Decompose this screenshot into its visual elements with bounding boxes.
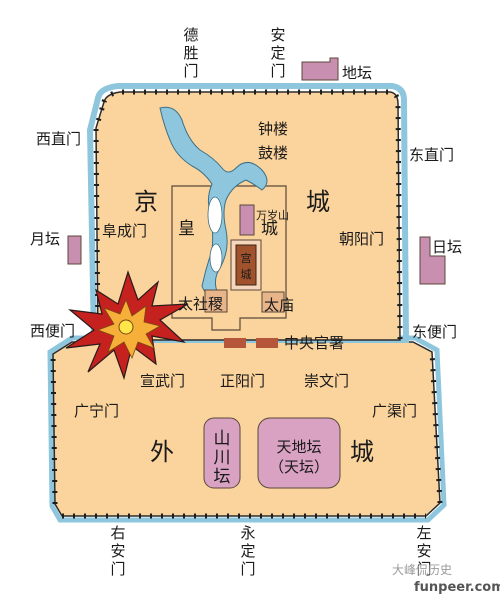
imperial-huang-label: 皇 [178,219,195,239]
gate-zuoanmen-3: 门 [416,560,431,578]
outer-city [52,341,441,517]
shanchuan-label-1: 山 [214,429,231,449]
gate-deshengmen-1: 德 [183,26,198,44]
moat-inner [86,83,410,343]
gate-dongzhimen: 东直门 [409,146,454,164]
gate-andingmen-2: 定 [270,44,285,62]
outer-city-wai: 外 [150,438,174,466]
gate-youanmen-2: 安 [110,542,125,560]
tiantan-block [257,417,341,489]
yuetan-block [67,235,82,265]
taimiao-label: 太庙 [264,296,294,314]
palace-label-2: 城 [241,268,252,281]
gate-youanmen-1: 右 [110,524,125,542]
sheji-block [204,289,228,313]
gate-zuoanmen-2: 安 [416,542,431,560]
lake-island-2 [209,243,223,273]
wansuishan-label: 万岁山 [256,208,289,222]
gate-yongdingmen-3: 门 [240,560,255,578]
gate-deshengmen-2: 胜 [183,44,198,62]
ritan-label: 日坛 [432,238,462,256]
gate-yongdingmen-1: 永 [240,524,255,542]
explosion-core [118,319,134,335]
zhonglou-label: 钟楼 [258,120,288,138]
moat-outer [47,335,447,523]
gate-fuchengmen: 阜成门 [102,222,147,240]
watermark-site: funpeer.com [414,580,500,595]
ministries-left [224,338,246,348]
ditan-label: 地坛 [342,64,372,82]
lake-island [207,196,223,234]
ritan-block [419,236,446,285]
imperial-cheng-label: 城 [261,219,278,239]
central-ministries-label: 中央官署 [284,334,344,352]
palace-city [235,244,257,286]
gulou-label: 鼓楼 [258,144,288,162]
gate-zhengyangmen: 正阳门 [220,372,265,390]
shanchuan-block [203,417,241,489]
gate-chongwenmen: 崇文门 [304,372,349,390]
gate-xuanwumen: 宣武门 [140,372,185,390]
gate-chaoyangmen: 朝阳门 [339,230,384,248]
outer-city-cheng: 城 [350,438,374,466]
tiantan-label-1: 天地坛 [276,438,321,456]
wansuishan-block [239,204,255,236]
gate-dongbianmen: 东便门 [412,323,457,341]
gate-xibianmen: 西便门 [30,322,75,340]
gate-andingmen-3: 门 [270,62,285,80]
tiantan-label-2: （天坛） [269,458,329,476]
shanchuan-label-2: 川 [214,448,231,468]
gate-guangningmen: 广宁门 [74,402,119,420]
ministries-right [256,338,278,348]
gate-yongdingmen-2: 定 [240,542,255,560]
palace-label-1: 宫 [241,251,252,265]
ditan-block [301,57,339,81]
taimiao-block [261,291,285,313]
gate-zuoanmen-1: 左 [416,524,431,542]
yuetan-label: 月坛 [30,230,60,248]
gate-youanmen-3: 门 [110,560,125,578]
watermark-faint: 大峰侃历史 [392,563,452,577]
gate-deshengmen-3: 门 [183,62,198,80]
gate-xizhimen: 西直门 [36,130,81,148]
imperial-city [171,185,287,331]
shanchuan-label-3: 坛 [214,467,231,487]
inner-city-cheng: 城 [306,188,330,216]
inner-city-jing: 京 [134,188,158,216]
gate-guangqumen: 广渠门 [372,402,417,420]
taisheji-label: 太社稷 [178,295,223,313]
gate-andingmen-1: 安 [270,26,285,44]
